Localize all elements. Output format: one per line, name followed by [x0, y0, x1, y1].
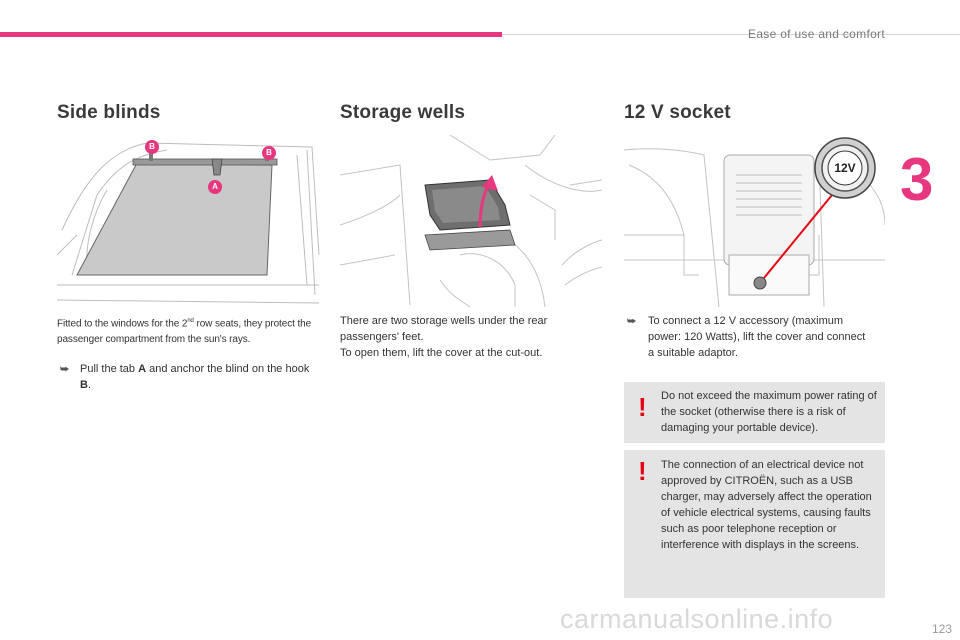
- 12v-socket-illustration: 12V: [624, 135, 885, 307]
- warning-box-devices: ! The connection of an electrical device…: [624, 450, 885, 598]
- storage-wells-line-2: To open them, lift the cover at the cut-…: [340, 347, 543, 359]
- arrow-bullet-icon: ⮩: [60, 364, 70, 375]
- section-title-12v-socket: 12 V socket: [624, 102, 731, 123]
- storage-wells-text: There are two storage wells under the re…: [340, 313, 588, 361]
- chapter-accent-bar: [0, 32, 502, 37]
- socket-12v-label: 12V: [834, 161, 856, 175]
- warning-text: Do not exceed the maximum power rating o…: [661, 390, 877, 434]
- side-blinds-caption: Fitted to the windows for the 2nd row se…: [57, 318, 312, 346]
- storage-wells-line-1: There are two storage wells under the re…: [340, 315, 548, 343]
- section-title-side-blinds: Side blinds: [57, 102, 161, 123]
- header-rule: [502, 34, 960, 35]
- side-blinds-instruction: Pull the tab A and anchor the blind on t…: [80, 363, 310, 391]
- warning-text: The connection of an electrical device n…: [661, 459, 872, 551]
- page-number: 123: [931, 622, 952, 636]
- 12v-socket-instruction: To connect a 12 V accessory (maximum pow…: [648, 315, 866, 359]
- warning-box-power: ! Do not exceed the maximum power rating…: [624, 382, 885, 443]
- section-title-storage-wells: Storage wells: [340, 102, 466, 123]
- chapter-number: 3: [900, 146, 934, 213]
- arrow-bullet-icon: ⮩: [627, 316, 637, 327]
- watermark: carmanualsonline.info: [560, 604, 834, 634]
- label-a: A: [208, 180, 222, 194]
- side-blind-illustration: B B A: [57, 135, 320, 307]
- label-b-left: B: [145, 140, 159, 154]
- storage-wells-illustration: [340, 135, 602, 307]
- chapter-title: Ease of use and comfort: [748, 27, 885, 41]
- label-b-right: B: [262, 146, 276, 160]
- warning-exclamation-icon: !: [638, 392, 647, 422]
- warning-exclamation-icon: !: [638, 456, 647, 486]
